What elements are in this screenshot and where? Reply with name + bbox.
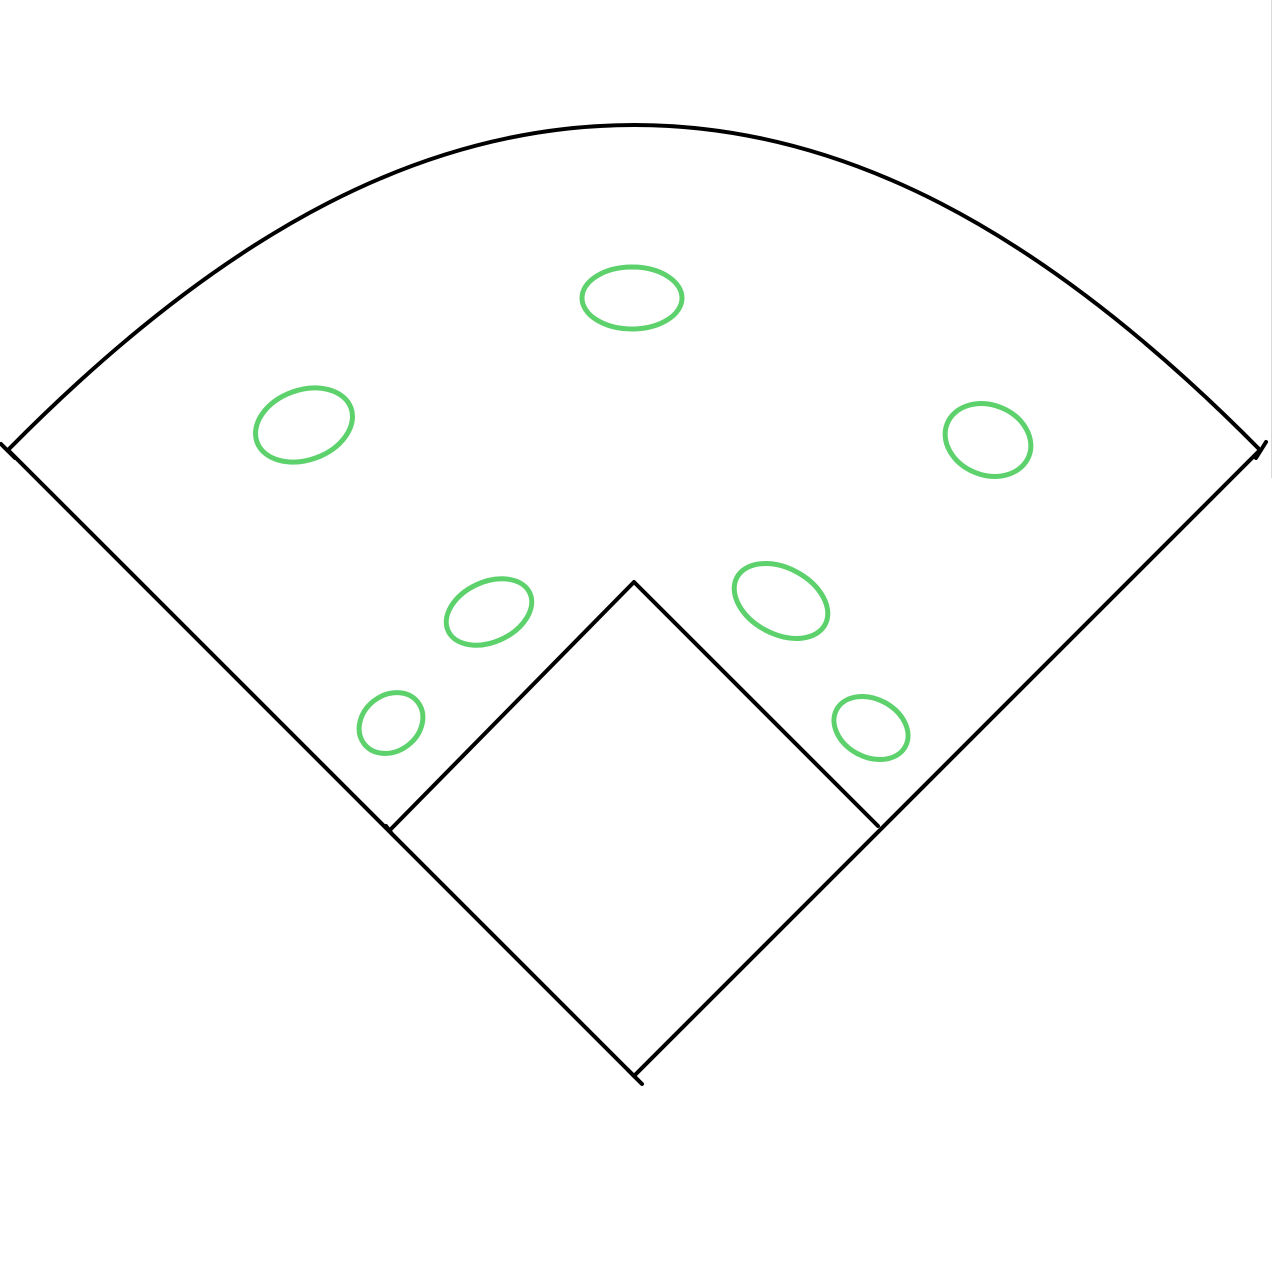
left-foul-line	[6, 448, 636, 1078]
left-fence-tick	[0, 442, 17, 460]
fielder-third-base	[356, 690, 426, 756]
right-fence-tick	[1254, 440, 1268, 460]
fielder-center-field	[579, 264, 685, 332]
home-plate-tick	[626, 1068, 644, 1086]
outfield-fence	[6, 123, 1262, 452]
fielder-second-base	[731, 561, 831, 641]
fielder-shortstop	[443, 576, 535, 648]
edge-rule	[1271, 0, 1272, 478]
fielder-first-base	[831, 694, 911, 762]
infield-diamond-top	[388, 580, 880, 832]
fielder-positions	[253, 264, 1034, 762]
right-foul-line	[632, 448, 1262, 1078]
field-lines	[0, 123, 1268, 1086]
fielder-left-field	[253, 385, 355, 465]
fielder-right-field	[942, 401, 1034, 479]
third-base-tick	[384, 824, 394, 836]
